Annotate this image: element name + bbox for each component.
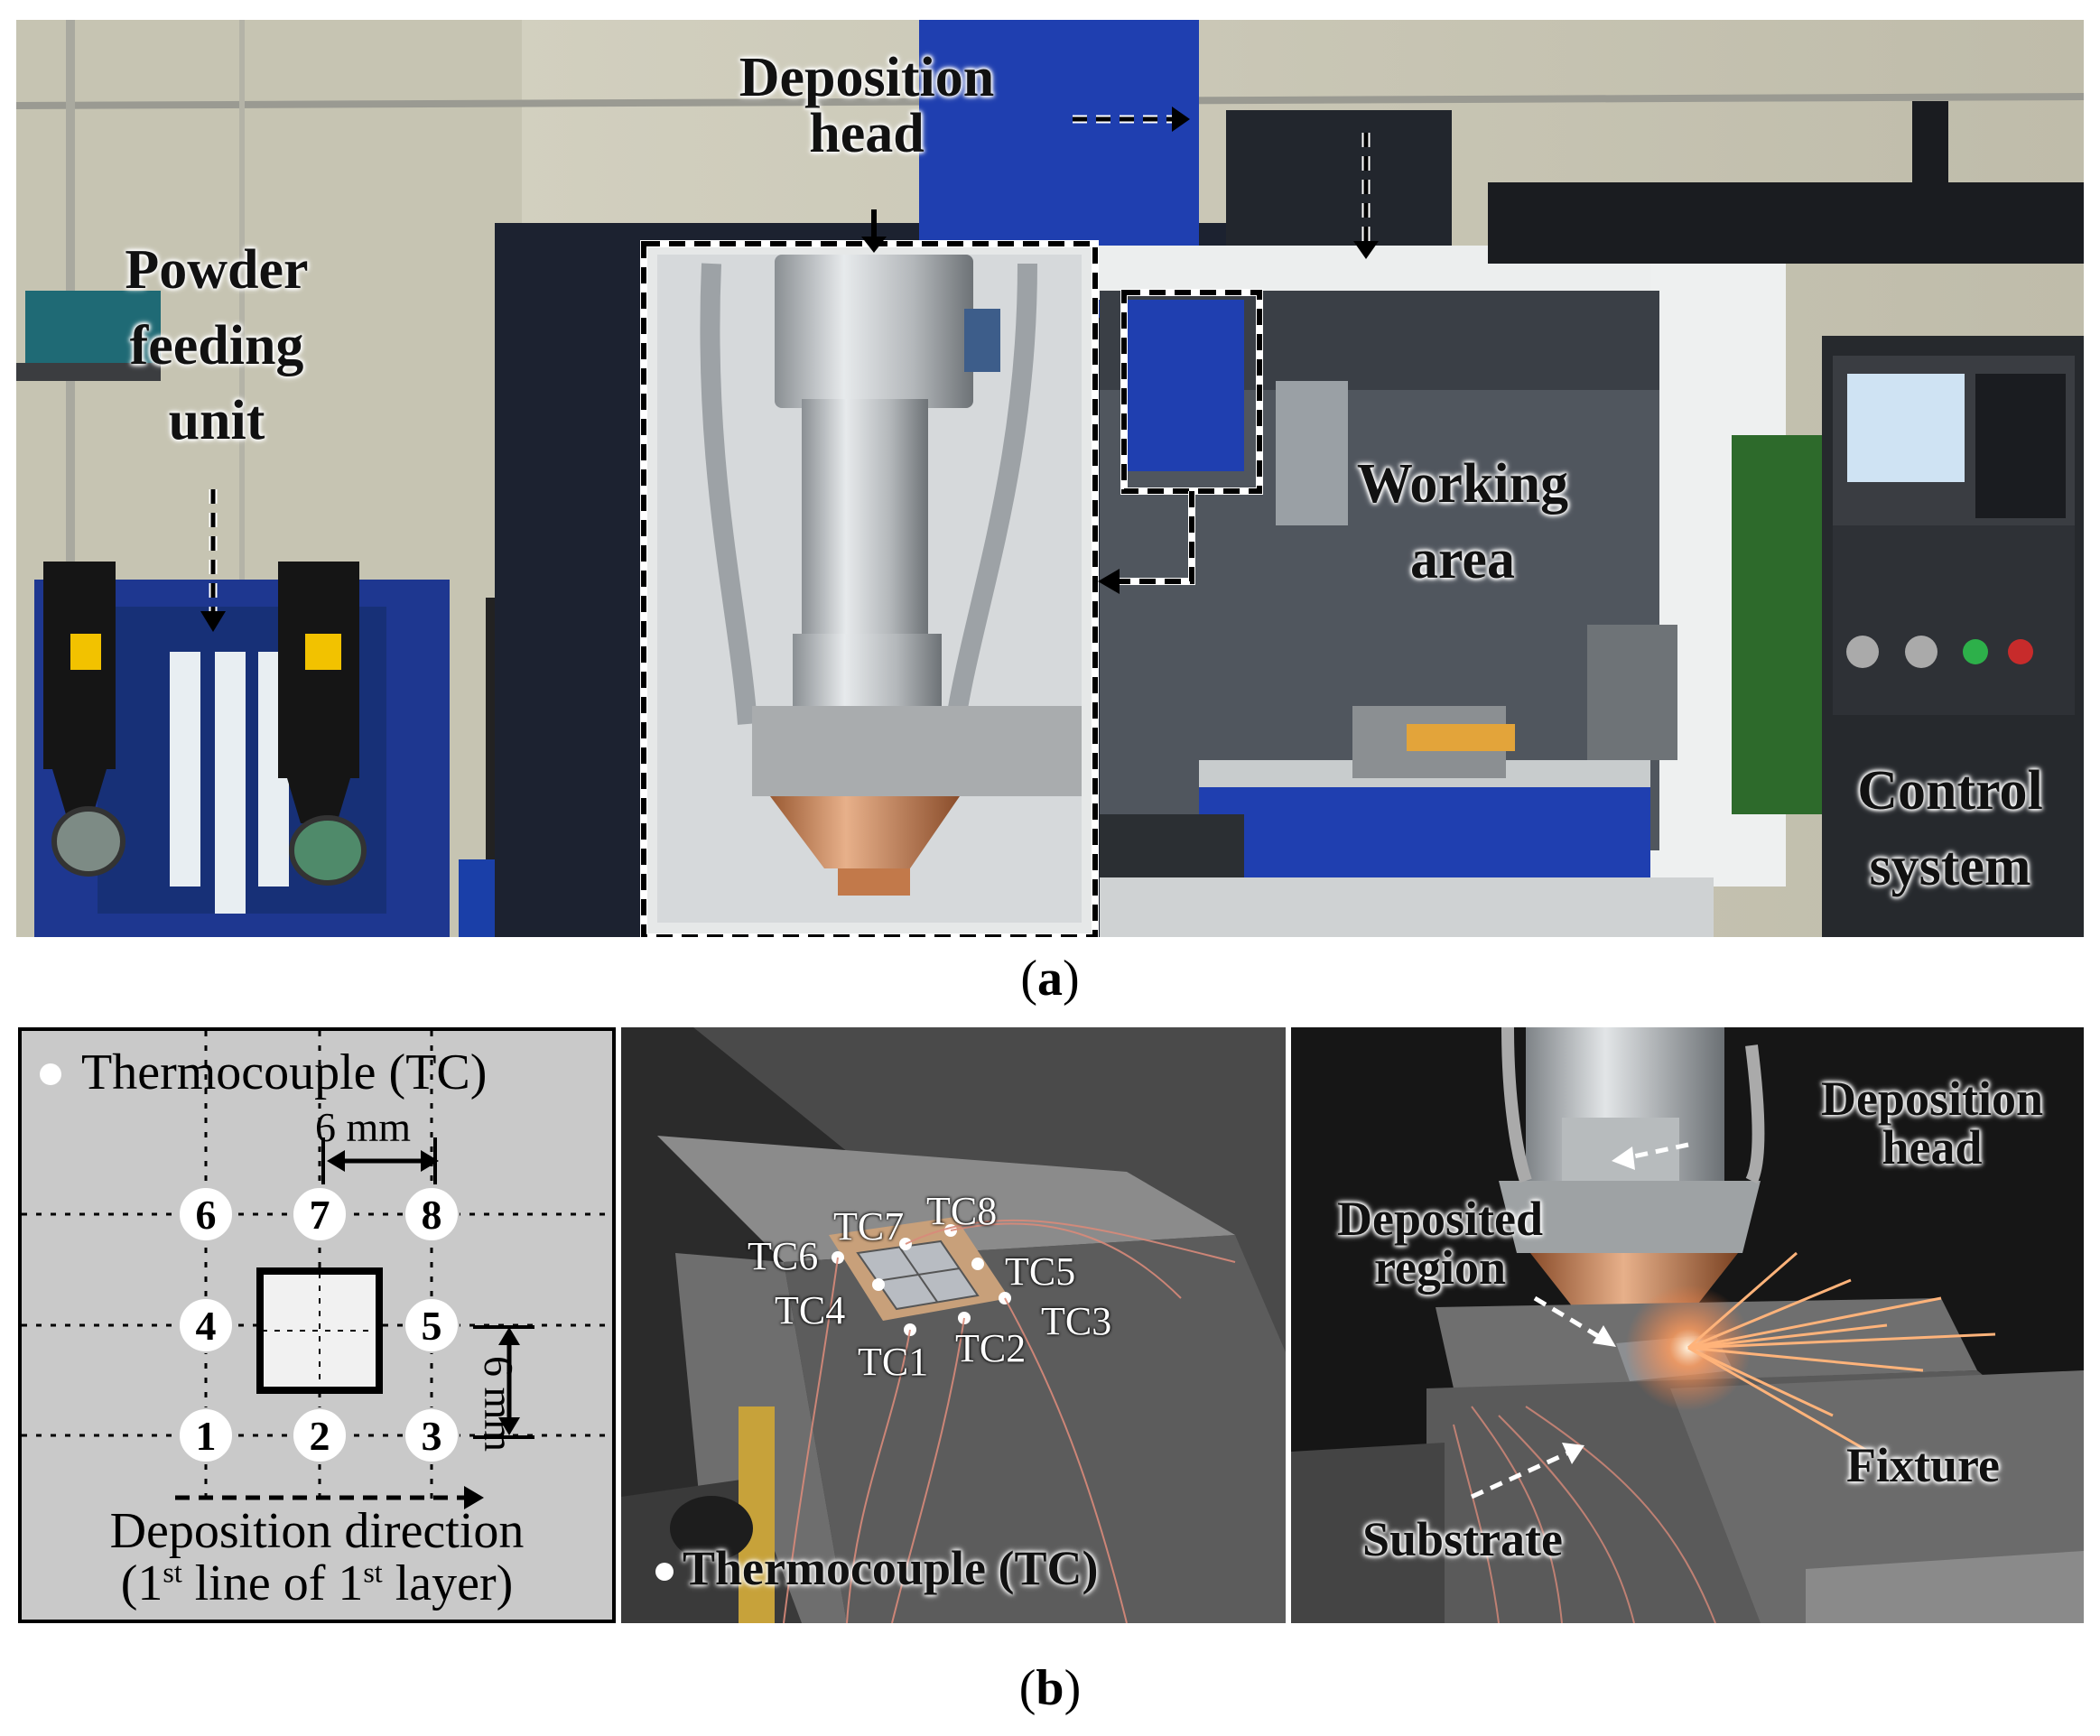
caption-b: (b) [1018,1660,1082,1716]
tc-label-6: TC6 [748,1234,819,1278]
label-deposited-region: Deposited region [1337,1192,1543,1295]
node-2: 2 [310,1413,330,1459]
node-4: 4 [196,1303,217,1349]
label-fixture: Fixture [1846,1438,2000,1492]
tc-label-8: TC8 [926,1189,998,1233]
label-powder-feeding-unit: Powder feeding unit [125,239,309,452]
thermocouple-layout-diagram: 1 2 3 4 5 6 7 8 Thermocouple (TC) 6 mm 6… [18,1027,616,1623]
label-substrate: Substrate [1361,1512,1563,1566]
deposition-photo-illustration [1291,1027,2084,1623]
node-1: 1 [196,1413,217,1459]
machine-photo-illustration [16,20,2084,937]
diagram-spacing-top: 6 mm [315,1104,412,1150]
node-3: 3 [422,1413,442,1459]
node-7: 7 [310,1192,330,1238]
vise-photo-illustration [621,1027,1286,1623]
tc-label-4: TC4 [775,1288,846,1332]
node-5: 5 [422,1303,442,1349]
tc-label-1: TC1 [858,1340,929,1384]
label-deposition-head-b: Deposition head [1820,1072,2044,1174]
node-6: 6 [196,1192,217,1238]
diagram-spacing-side: 6 mm [476,1356,522,1453]
caption-a: (a) [1020,951,1080,1007]
tc-label-2: TC2 [955,1326,1027,1370]
photo-deposition-process: Deposition head Deposited region Fixture… [1291,1027,2084,1623]
label-deposition-head: Deposition head [739,47,995,164]
tc-label-5: TC5 [1005,1249,1076,1294]
photo-machine-overview [16,20,2084,937]
photo-legend: Thermocouple (TC) [683,1541,1099,1595]
tc-label-7: TC7 [833,1204,905,1249]
diagram-direction-line2: (1st line of 1st layer) [120,1555,514,1611]
diagram-direction-line1: Deposition direction [109,1503,525,1559]
label-control-system: Control system [1857,760,2043,897]
diagram-legend: Thermocouple (TC) [81,1044,488,1100]
label-working-area: Working area [1356,453,1569,590]
tc-label-3: TC3 [1041,1299,1112,1343]
node-8: 8 [422,1192,442,1238]
diagram-grid: 1 2 3 4 5 6 7 8 [22,1031,612,1509]
photo-thermocouple-setup: TC1 TC2 TC3 TC4 TC5 TC6 TC7 TC8 Thermoco… [621,1027,1286,1623]
